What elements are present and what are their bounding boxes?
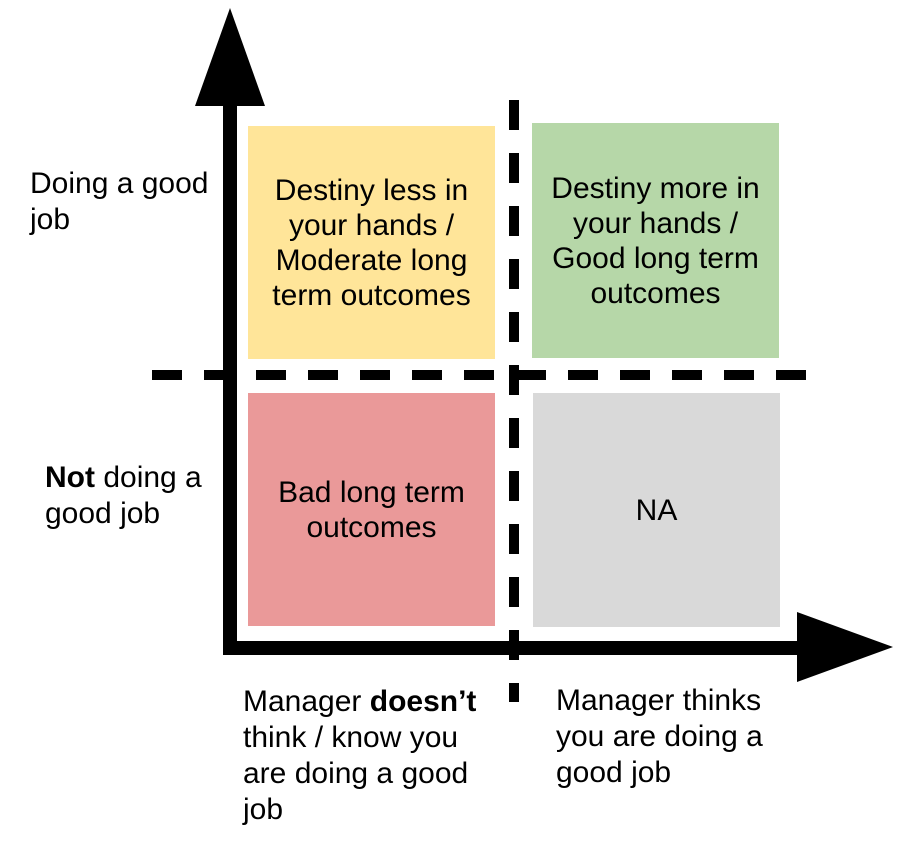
vertical-dashed-divider [509,100,519,702]
y-axis-arrowhead-icon [195,8,265,106]
y-axis-top-label: Doing a good job [30,167,209,236]
x-axis-left-label-pre: Manager [243,685,370,718]
x-axis-left-label: Manager doesn’t think / know you are doi… [243,684,523,828]
x-axis-left-label-post: think / know you are doing a good job [243,721,469,826]
x-axis-left-label-bold: doesn’t [369,685,477,718]
y-axis-bottom-label-rest: doing a good job [45,461,202,530]
x-axis-right-label: Manager thinks you are doing a good job [556,684,763,789]
x-axis-arrowhead-icon [797,612,893,682]
quadrant-top-right: Destiny more in your hands / Good long t… [532,123,779,358]
x-axis-line [223,641,803,655]
y-axis-bottom-label: Not doing a good job [45,460,245,532]
quadrant-top-left: Destiny less in your hands / Moderate lo… [248,126,495,359]
y-axis-bottom-label-bold: Not [45,461,95,494]
quadrant-bottom-left: Bad long term outcomes [248,393,495,626]
horizontal-dashed-divider [152,370,806,380]
quadrant-bottom-right: NA [533,393,780,627]
y-axis-line [223,95,237,654]
